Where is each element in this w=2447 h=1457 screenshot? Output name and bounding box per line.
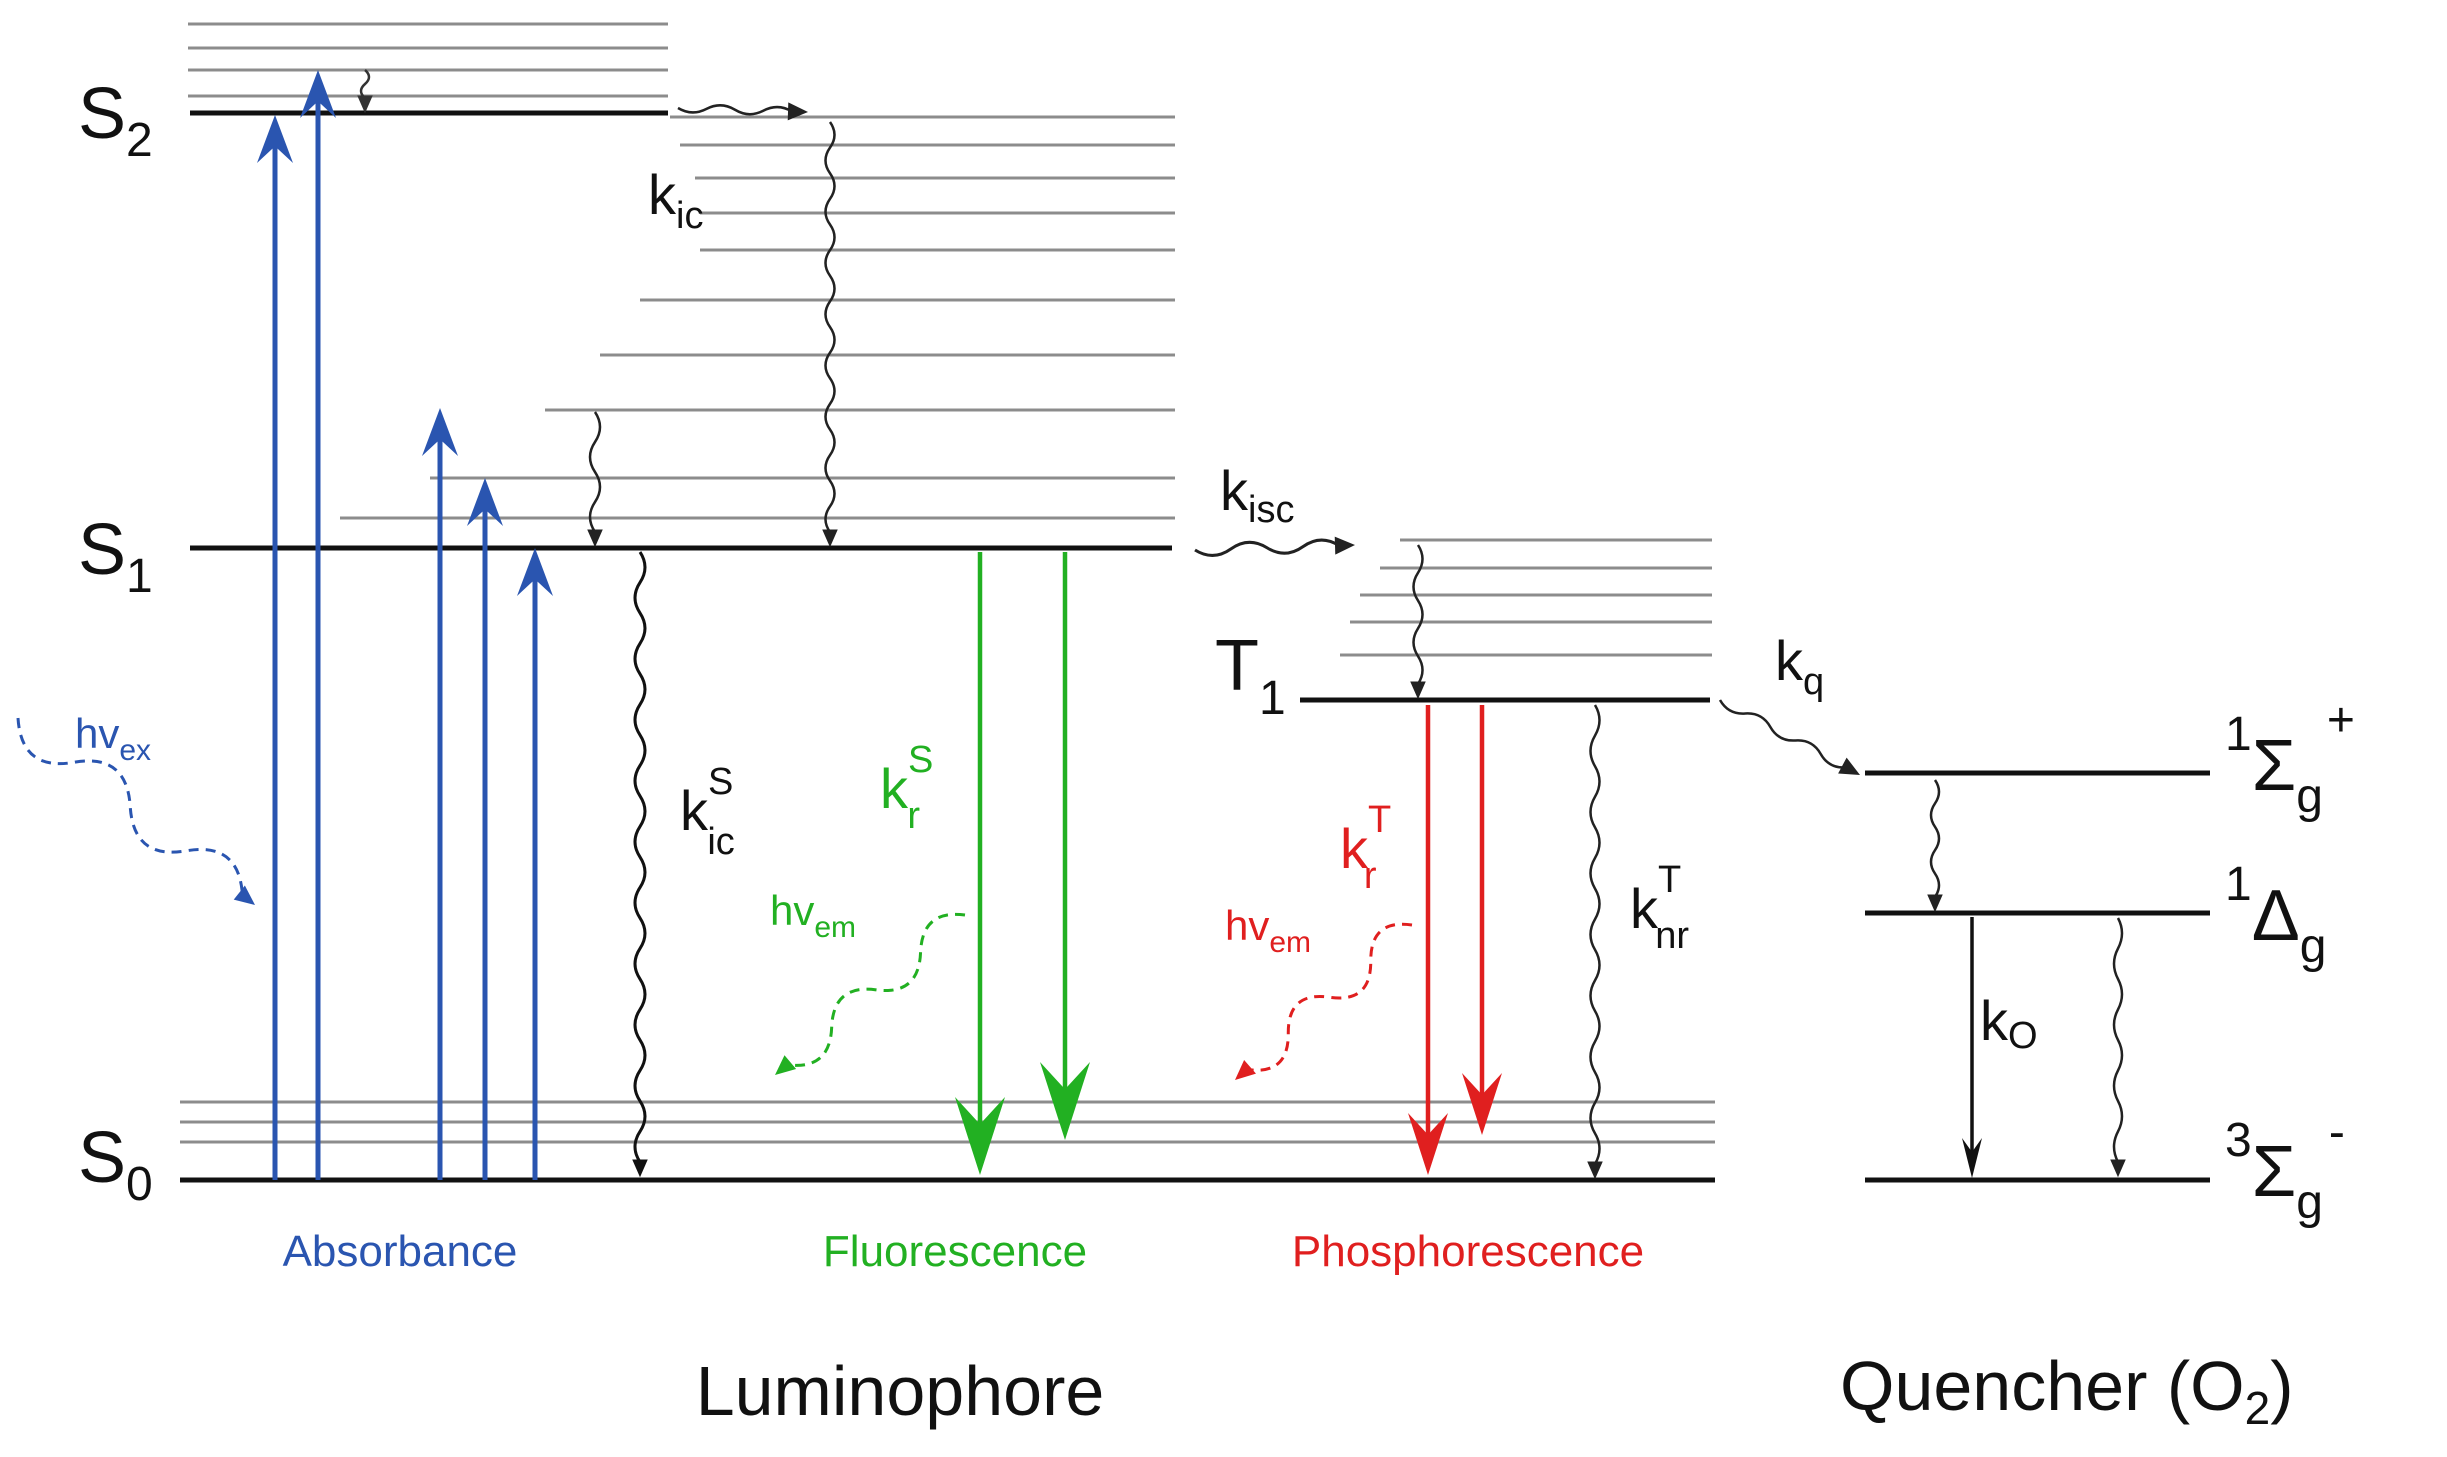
category-label-fluorescence: Fluorescence xyxy=(823,1227,1087,1276)
state-label-sigma-minus: 3Σg- xyxy=(2225,1106,2345,1229)
absorbance-arrow-s0-s1-b xyxy=(467,478,503,1180)
state-label-s0: S0 xyxy=(78,1118,153,1211)
fluorescence-arrow-b-head xyxy=(1040,1062,1090,1140)
wavy-s2-to-s1-line xyxy=(677,104,793,116)
nonradiative-transitions xyxy=(16,69,2126,1180)
rate-label-kisc: kisc xyxy=(1220,459,1294,531)
photon-excitation-line xyxy=(16,717,244,896)
vibrational-relaxation-t1-line xyxy=(1412,544,1424,692)
absorbance-arrow-s0-s2-b xyxy=(300,70,336,1180)
photon-label-em-phos: hvem xyxy=(1225,902,1311,959)
absorbance-arrow-s0-s1-b-head xyxy=(467,478,503,526)
intersystem-crossing-kisc xyxy=(1194,536,1355,557)
vibrational-relaxation-s1-short-line xyxy=(588,411,602,540)
state-label-delta: 1Δg xyxy=(2225,858,2327,973)
absorbance-arrow-s0-s2-b-head xyxy=(300,70,336,118)
quenching-kq-head xyxy=(1838,757,1860,775)
category-labels: Absorbance Fluorescence Phosphorescence … xyxy=(283,1227,2294,1434)
rate-label-ko: kO xyxy=(1980,989,2038,1057)
relaxation-delta-sigma-head xyxy=(2110,1159,2126,1178)
category-label-absorbance: Absorbance xyxy=(283,1227,518,1276)
fluorescence-arrow-a xyxy=(955,552,1005,1175)
vibrational-relaxation-t1 xyxy=(1410,544,1426,700)
photon-emission-fluor xyxy=(775,912,966,1075)
rate-label-kq: kq xyxy=(1775,629,1824,703)
state-label-s2: S2 xyxy=(78,74,153,167)
wavy-s2-to-s1-head xyxy=(787,102,808,121)
vibrational-relaxation-s2-line xyxy=(359,69,371,106)
photon-emission-fluor-line xyxy=(787,912,966,1067)
absorbance-arrow-s0-s1-c-head xyxy=(517,548,553,596)
relaxation-sigma-delta xyxy=(1927,779,1943,913)
energy-levels xyxy=(180,22,2210,1183)
nonradiative-decay-knrt xyxy=(1587,704,1603,1180)
state-label-t1: T1 xyxy=(1215,626,1286,725)
state-labels: S2 S1 S0 T1 1Σg+ 1Δg 3Σg- xyxy=(78,74,2355,1229)
rate-label-kic: kic xyxy=(648,163,703,237)
state-label-sigma-plus: 1Σg+ xyxy=(2225,694,2355,823)
vibrational-relaxation-t1-head xyxy=(1410,681,1426,700)
quencher-decay-arrow-ko-head xyxy=(1962,1138,1982,1178)
relaxation-delta-sigma-line xyxy=(2112,917,2124,1170)
phosphorescence-arrow-b xyxy=(1462,705,1502,1135)
internal-conversion-kic-line xyxy=(824,121,836,540)
category-label-phosphorescence: Phosphorescence xyxy=(1292,1227,1644,1276)
wavy-s2-to-s1 xyxy=(677,102,808,121)
phosphorescence-arrow-a-head xyxy=(1408,1113,1448,1175)
internal-conversion-kic-head xyxy=(822,529,838,548)
photon-emission-phos xyxy=(1235,922,1413,1080)
absorbance-arrow-s0-s1-c xyxy=(517,548,553,1180)
quenching-kq xyxy=(1718,699,1860,775)
photon-excitation xyxy=(16,717,255,905)
fluorescence-arrow-b xyxy=(1040,552,1090,1140)
relaxation-delta-sigma xyxy=(2110,917,2126,1178)
internal-conversion-kics-head xyxy=(632,1159,648,1178)
absorbance-arrow-s0-s1-a-head xyxy=(422,408,458,456)
group-label-quencher: Quencher (O2) xyxy=(1840,1347,2294,1434)
photon-excitation-head xyxy=(233,885,255,905)
photon-emission-fluor-head xyxy=(775,1055,797,1075)
vibrational-relaxation-s2 xyxy=(357,69,373,114)
fluorescence-arrow-a-head xyxy=(955,1097,1005,1175)
nonradiative-decay-knrt-head xyxy=(1587,1161,1603,1180)
quenching-kq-line xyxy=(1718,699,1846,769)
relaxation-sigma-delta-line xyxy=(1929,779,1941,905)
internal-conversion-kics-line xyxy=(633,551,647,1170)
nonradiative-decay-knrt-line xyxy=(1589,704,1601,1172)
photon-label-ex: hvex xyxy=(75,710,151,767)
relaxation-sigma-delta-head xyxy=(1927,894,1943,913)
absorbance-arrow-s0-s2-a xyxy=(257,115,293,1180)
vibrational-relaxation-s1-short-head xyxy=(587,529,603,548)
absorbance-arrow-s0-s1-a xyxy=(422,408,458,1180)
intersystem-crossing-kisc-head xyxy=(1334,536,1355,555)
photon-label-em-fluor: hvem xyxy=(770,887,856,944)
group-label-luminophore: Luminophore xyxy=(696,1352,1105,1430)
internal-conversion-kics xyxy=(632,551,648,1178)
intersystem-crossing-kisc-line xyxy=(1194,538,1340,557)
phosphorescence-arrow-a xyxy=(1408,705,1448,1175)
state-label-s1: S1 xyxy=(78,510,153,603)
absorbance-arrow-s0-s2-a-head xyxy=(257,115,293,163)
photon-emission-phos-head xyxy=(1235,1060,1256,1080)
vibrational-relaxation-s2-head xyxy=(357,95,373,114)
radiative-transitions xyxy=(257,70,1982,1180)
vibrational-relaxation-s1-short xyxy=(587,411,603,548)
photon-labels: hvex hvem hvem xyxy=(75,710,1311,959)
phosphorescence-arrow-b-head xyxy=(1462,1073,1502,1135)
quencher-decay-arrow-ko xyxy=(1962,917,1982,1178)
internal-conversion-kic xyxy=(822,121,838,548)
